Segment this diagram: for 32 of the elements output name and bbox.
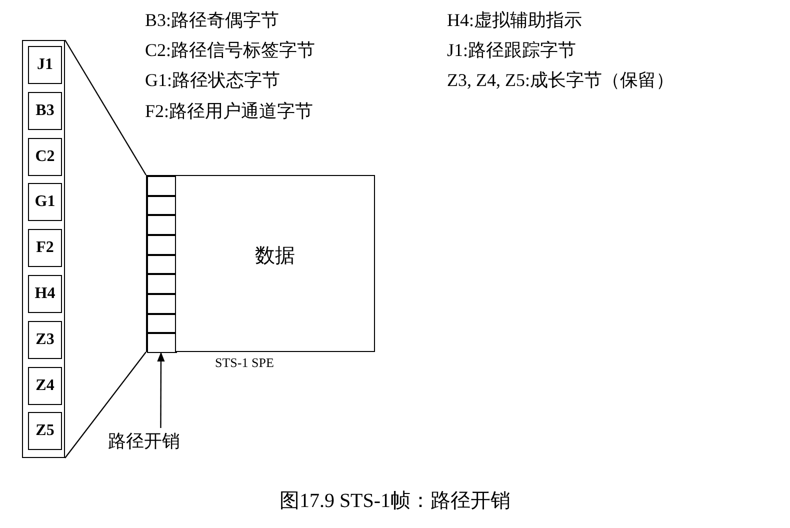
overhead-byte-box: Z5 <box>28 412 62 450</box>
payload-label: 数据 <box>255 244 295 268</box>
overhead-byte-box: F2 <box>28 229 62 268</box>
legend-text: G1:路径状态字节 <box>145 69 280 92</box>
figure-caption: 图17.9 STS-1帧：路径开销 <box>278 489 512 514</box>
legend-text: B3:路径奇偶字节 <box>145 9 280 32</box>
legend-text: F2:路径用户通道字节 <box>145 100 314 123</box>
payload-caption: STS-1 SPE <box>215 354 274 372</box>
legend-text: Z3, Z4, Z5:成长字节（保留） <box>447 69 674 92</box>
overhead-slot <box>147 274 177 294</box>
zoom-line <box>64 352 146 458</box>
overhead-slot <box>147 235 177 255</box>
leader-arrow <box>157 352 165 428</box>
overhead-slot <box>147 215 177 235</box>
overhead-byte-box: B3 <box>28 92 62 130</box>
overhead-byte-box: Z3 <box>28 320 62 359</box>
overhead-label: 路径开销 <box>106 428 182 454</box>
legend-text: C2:路径信号标签字节 <box>145 39 316 62</box>
legend-text: H4:虚拟辅助指示 <box>447 9 582 32</box>
overhead-column <box>22 40 65 458</box>
overhead-byte-box: G1 <box>28 183 62 222</box>
overhead-byte-box: Z4 <box>28 366 62 405</box>
overhead-byte-box: C2 <box>28 138 62 176</box>
overhead-slot <box>147 294 177 314</box>
legend-text: J1:路径跟踪字节 <box>447 39 576 62</box>
overhead-slot-column <box>146 175 176 352</box>
overhead-byte-box: H4 <box>28 275 62 313</box>
zoom-line <box>64 40 147 176</box>
overhead-slot <box>147 333 177 353</box>
payload-box <box>175 175 375 352</box>
overhead-byte-box: J1 <box>28 46 62 84</box>
overhead-slot <box>147 176 177 196</box>
